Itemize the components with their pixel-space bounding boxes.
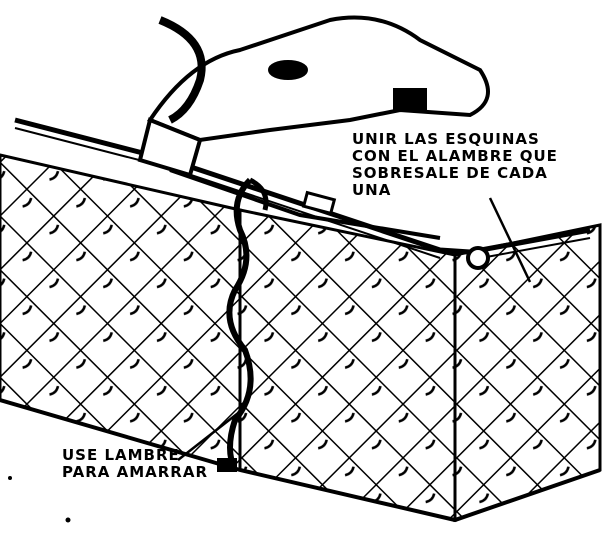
corners-line-3: SOBRESALE DE CADA [352, 164, 548, 182]
corners-line-1: UNIR LAS ESQUINAS [352, 130, 540, 148]
wire-clip [301, 190, 337, 216]
twisted-tie-wire [226, 177, 254, 472]
tie-line-1: USE LAMBRE [62, 446, 180, 464]
corner-hook [466, 246, 490, 270]
leader-line-corners [488, 197, 532, 283]
right-top-wire-inner [469, 237, 591, 261]
tie-instruction: USE LAMBRE PARA AMARRAR [62, 447, 208, 481]
corners-instruction: UNIR LAS ESQUINAS CON EL ALAMBRE QUE SOB… [352, 131, 558, 199]
corners-line-2: CON EL ALAMBRE QUE [352, 147, 558, 165]
corners-line-4: UNA [352, 181, 392, 199]
pliers [137, 15, 490, 178]
bottom-edge [0, 398, 601, 523]
left-mesh-panel [0, 153, 242, 472]
front-mesh-panel [238, 208, 457, 522]
right-top-wire [469, 227, 591, 255]
tie-wire-top [169, 168, 441, 240]
leader-line-tie [177, 409, 243, 461]
tie-line-2: PARA AMARRAR [62, 463, 209, 481]
